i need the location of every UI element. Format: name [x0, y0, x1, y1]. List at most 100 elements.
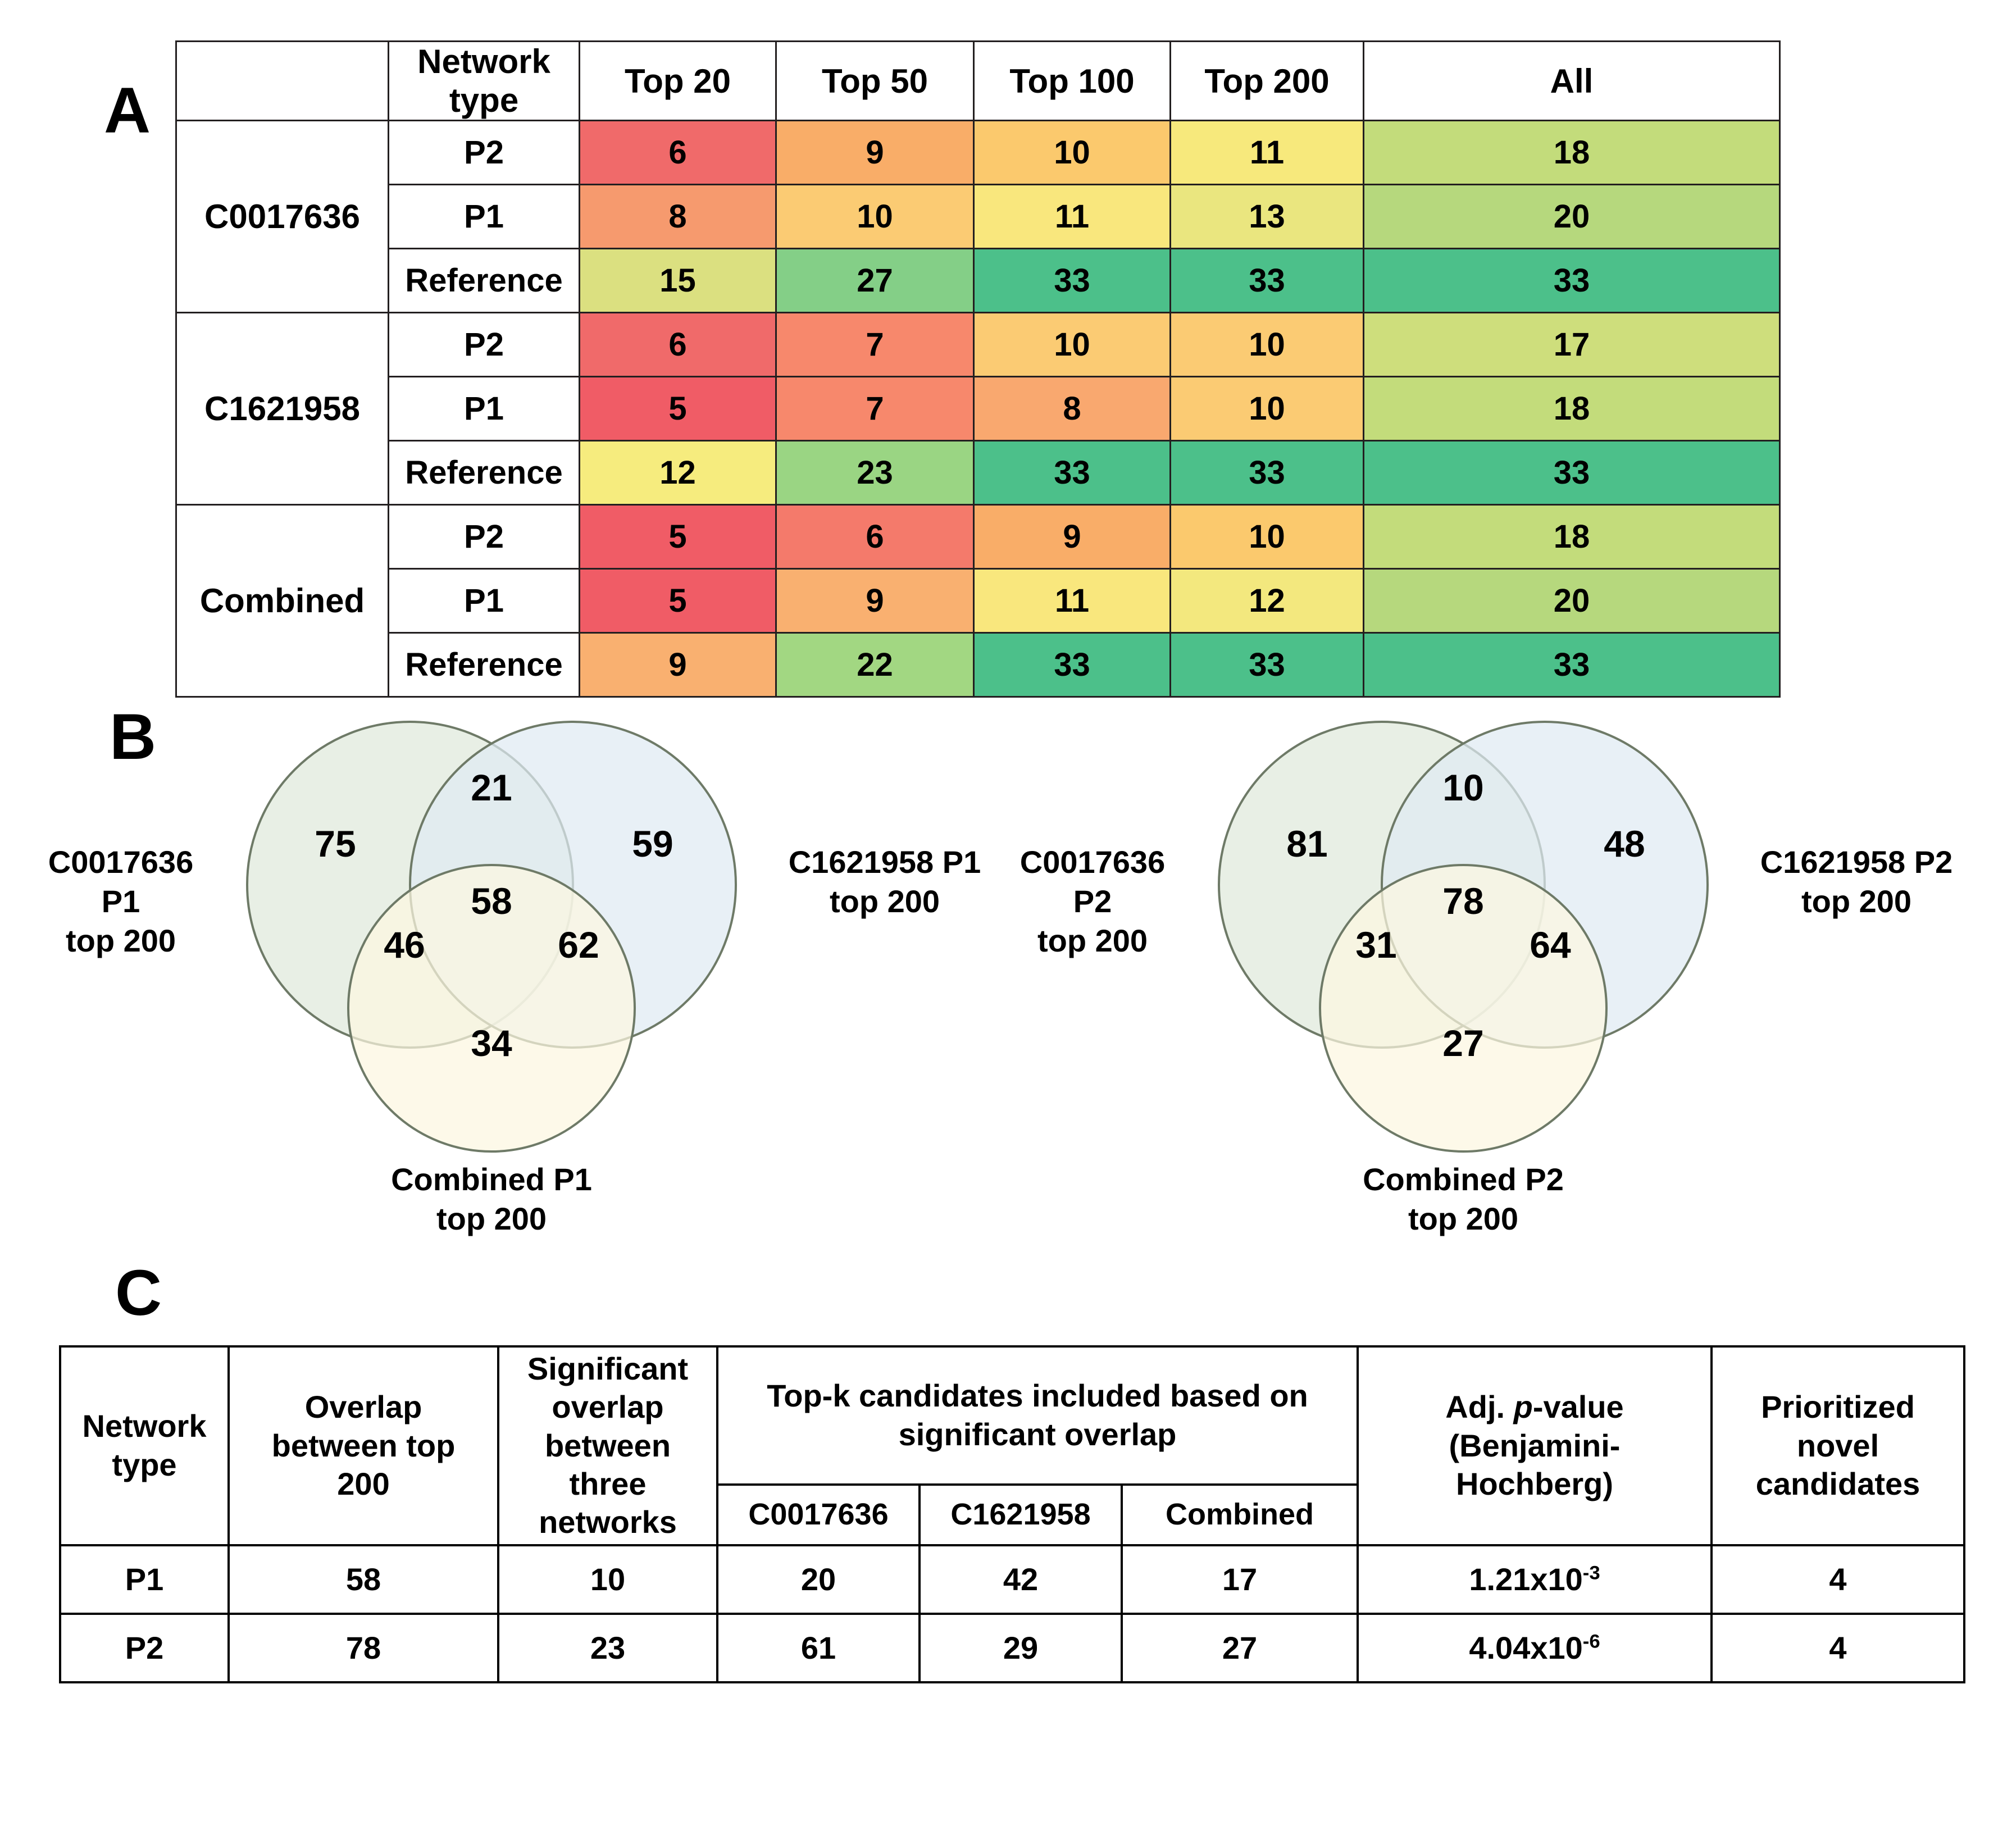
- table-a-network-type: Reference: [388, 440, 580, 506]
- table-c-topk-combined: 17: [1121, 1544, 1359, 1615]
- table-a-value-cell: 33: [1169, 632, 1364, 698]
- table-a-value-cell: 9: [775, 120, 975, 185]
- table-a-value-cell: 20: [1363, 184, 1781, 249]
- panel-label-a: A: [104, 75, 151, 147]
- table-a-value-cell: 10: [973, 120, 1171, 185]
- table-c-network-type: P2: [59, 1612, 230, 1683]
- header-sig-l1: Significant: [527, 1351, 689, 1386]
- venn-count-only-b: 48: [1604, 823, 1645, 864]
- header-pvalue-l2: (Benjamini-: [1449, 1427, 1621, 1463]
- table-a-value-cell: 33: [973, 248, 1171, 313]
- table-a-value-cell: 6: [775, 504, 975, 570]
- header-pvalue-adj: Adj.: [1445, 1389, 1514, 1425]
- table-a-container: Network type Top 20 Top 50 Top 100 Top 2…: [175, 40, 1781, 698]
- table-a-value-cell: 11: [973, 568, 1171, 634]
- table-a-value-cell: 33: [1363, 632, 1781, 698]
- table-a-value-cell: 7: [775, 376, 975, 441]
- table-a-group-label: C1621958: [175, 312, 389, 506]
- venn-count-only-b: 59: [632, 823, 673, 864]
- header-sig-l5: networks: [539, 1504, 677, 1540]
- header-topk-l2: significant overlap: [898, 1416, 1177, 1452]
- table-a-value-cell: 33: [973, 632, 1171, 698]
- venn-count-only-a: 81: [1286, 823, 1327, 864]
- table-a-value-cell: 18: [1363, 376, 1781, 441]
- venn-p1-left-label: C0017636 P1 top 200: [28, 843, 213, 961]
- table-a-value-cell: 12: [1169, 568, 1364, 634]
- header-pvalue-l1: Adj. p-value: [1362, 1388, 1707, 1426]
- table-a-value-cell: 9: [973, 504, 1171, 570]
- table-c-adj-p-value: 4.04x10-6: [1357, 1612, 1713, 1683]
- venn-count-only-c: 27: [1442, 1022, 1483, 1064]
- panel-label-b: B: [110, 701, 157, 773]
- table-a-value-cell: 10: [775, 184, 975, 249]
- table-a-value-cell: 11: [973, 184, 1171, 249]
- table-a-value-cell: 8: [973, 376, 1171, 441]
- header-network-type-l2: type: [112, 1446, 177, 1482]
- table-a-value-cell: 9: [579, 632, 777, 698]
- table-a-value-cell: 33: [1363, 440, 1781, 506]
- table-a-value-cell: 17: [1363, 312, 1781, 377]
- subheader-combined: Combined: [1121, 1483, 1359, 1546]
- venn-count-a-and-b: 21: [471, 767, 512, 808]
- p-value-exponent: -6: [1582, 1631, 1600, 1653]
- venn-count-all-three: 78: [1442, 880, 1483, 922]
- venn-count-a-and-c: 31: [1355, 924, 1396, 966]
- header-top-50: Top 50: [775, 40, 975, 121]
- header-sig-l4: three: [569, 1465, 647, 1501]
- table-a-value-cell: 27: [775, 248, 975, 313]
- table-a-value-cell: 18: [1363, 504, 1781, 570]
- venn-ellipse-combined-p2: [1319, 864, 1608, 1153]
- table-c-topk-c0017636: 20: [716, 1544, 921, 1615]
- venn-p2-right-label-line2: top 200: [1801, 884, 1912, 919]
- table-a-value-cell: 11: [1169, 120, 1364, 185]
- table-a-value-cell: 5: [579, 504, 777, 570]
- table-a-value-cell: 33: [1169, 440, 1364, 506]
- venn-count-b-and-c: 62: [558, 924, 599, 966]
- table-a-value-cell: 33: [973, 440, 1171, 506]
- header-pvalue-p: p: [1513, 1389, 1533, 1425]
- table-c-header-row-2: C0017636 C1621958 Combined: [60, 1483, 1964, 1546]
- venn-p1-svg: 75 59 21 58 46 62 34: [246, 721, 737, 1153]
- table-a-value-cell: 33: [1169, 248, 1364, 313]
- venn-p2-svg: 81 48 10 78 31 64 27: [1218, 721, 1709, 1153]
- venn-p1-bottom-label-line1: Combined P1: [391, 1162, 592, 1197]
- venn-p1-left-label-line2: top 200: [65, 923, 176, 958]
- venn-p1-right-label: C1621958 P1 top 200: [786, 843, 983, 921]
- table-c-topk-c1621958: 42: [918, 1544, 1123, 1615]
- table-a-value-cell: 6: [579, 120, 777, 185]
- table-a-value-cell: 10: [1169, 504, 1364, 570]
- header-network-type: Network type: [388, 40, 580, 121]
- table-c-prioritized: 4: [1710, 1544, 1965, 1615]
- table-a-value-cell: 5: [579, 376, 777, 441]
- table-a-value-cell: 10: [1169, 312, 1364, 377]
- venn-p1-right-label-line1: C1621958 P1: [788, 844, 981, 880]
- table-a-value-cell: 7: [775, 312, 975, 377]
- table-c-container: Network type Overlap between top 200 Sig…: [59, 1345, 1965, 1683]
- table-a-group-label: C0017636: [175, 120, 389, 313]
- table-a-value-cell: 8: [579, 184, 777, 249]
- summary-table: Network type Overlap between top 200 Sig…: [59, 1345, 1965, 1683]
- table-c-header-row-1: Network type Overlap between top 200 Sig…: [59, 1345, 1965, 1546]
- venn-p1-bottom-label-line2: top 200: [436, 1201, 547, 1236]
- table-a-value-cell: 10: [1169, 376, 1364, 441]
- header-top-20: Top 20: [579, 40, 777, 121]
- venn-count-all-three: 58: [471, 880, 512, 922]
- header-topk-l1: Top-k candidates included based on: [767, 1378, 1308, 1414]
- venn-diagram-p2: 81 48 10 78 31 64 27 C0017636 P2 top 200…: [1020, 716, 1952, 1236]
- table-c-topk-c0017636: 61: [716, 1612, 921, 1683]
- venn-p2-left-label-line2: top 200: [1037, 923, 1148, 958]
- venn-p1-left-label-line1: C0017636 P1: [48, 844, 194, 919]
- p-value-exponent: -3: [1582, 1562, 1600, 1584]
- subheader-c0017636: C0017636: [716, 1483, 921, 1546]
- table-c-significant-overlap: 23: [497, 1612, 718, 1683]
- venn-p2-right-label: C1621958 P2 top 200: [1758, 843, 1955, 921]
- header-sig-l2: overlap: [552, 1389, 664, 1425]
- table-a-value-cell: 33: [1363, 248, 1781, 313]
- header-sig-l3: between: [544, 1427, 671, 1463]
- venn-count-b-and-c: 64: [1530, 924, 1571, 966]
